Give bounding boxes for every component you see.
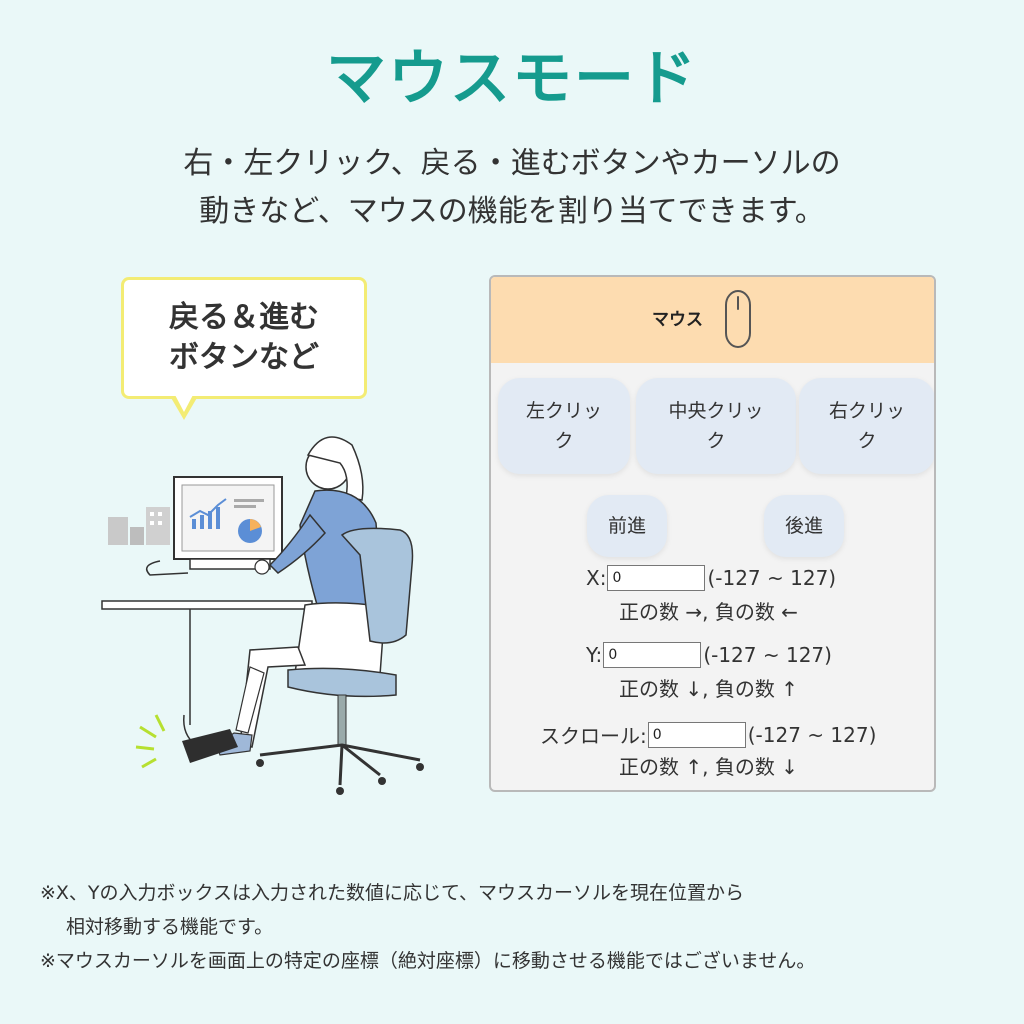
note-line-2: 相対移動する機能です。 bbox=[66, 916, 274, 938]
x-input[interactable] bbox=[607, 565, 706, 591]
page-title: マウスモード bbox=[326, 44, 698, 114]
middle-click-button[interactable]: 中央クリック bbox=[636, 378, 796, 474]
scroll-range: (-127 ~ 127) bbox=[747, 722, 877, 747]
x-hint: 正の数 →, 負の数 ← bbox=[619, 600, 798, 624]
x-range: (-127 ~ 127) bbox=[707, 566, 837, 590]
scroll-input[interactable] bbox=[647, 721, 746, 748]
x-label: X: bbox=[586, 566, 607, 590]
forward-button[interactable]: 前進 bbox=[587, 495, 667, 557]
y-range: (-127 ~ 127) bbox=[703, 643, 832, 667]
page-subtitle: 右・左クリック、戻る・進むボタンやカーソルの 動きなど、マウスの機能を割り当てで… bbox=[0, 140, 1024, 236]
office-worker-illustration bbox=[101, 436, 424, 795]
footnotes: ※X、Yの入力ボックスは入力された数値に応じて、マウスカーソルを現在位置から 相… bbox=[40, 876, 1000, 978]
subtitle-line-1: 右・左クリック、戻る・進むボタンやカーソルの bbox=[183, 146, 841, 181]
back-button[interactable]: 後進 bbox=[764, 495, 844, 557]
y-hint: 正の数 ↓, 負の数 ↑ bbox=[619, 677, 798, 701]
note-line-3: ※マウスカーソルを画面上の特定の座標（絶対座標）に移動させる機能ではございません… bbox=[40, 950, 816, 972]
scroll-hint: 正の数 ↑, 負の数 ↓ bbox=[619, 755, 798, 779]
y-input[interactable] bbox=[603, 642, 702, 668]
panel-header-label: マウス bbox=[652, 310, 703, 330]
bubble-line-2: ボタンなど bbox=[169, 340, 319, 375]
mouse-icon bbox=[725, 290, 751, 348]
speech-bubble: 戻る＆進む ボタンなど bbox=[121, 277, 367, 399]
panel-header: マウス bbox=[491, 277, 934, 363]
y-label: Y: bbox=[586, 643, 603, 667]
right-click-button[interactable]: 右クリック bbox=[799, 378, 934, 474]
note-line-1: ※X、Yの入力ボックスは入力された数値に応じて、マウスカーソルを現在位置から bbox=[40, 882, 745, 904]
scroll-label: スクロール: bbox=[540, 724, 647, 748]
left-click-button[interactable]: 左クリック bbox=[498, 378, 630, 474]
subtitle-line-2: 動きなど、マウスの機能を割り当てできます。 bbox=[199, 194, 825, 229]
bubble-line-1: 戻る＆進む bbox=[169, 300, 319, 335]
speech-bubble-tail bbox=[170, 393, 198, 420]
